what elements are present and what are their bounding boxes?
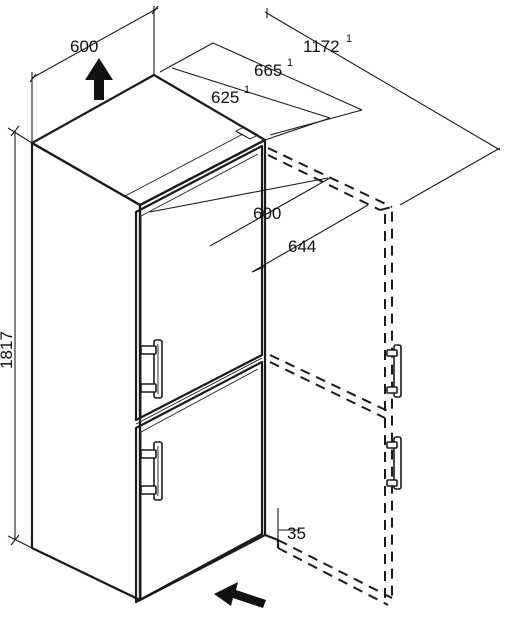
depth-with-handle-label: 665 — [254, 61, 282, 80]
door-swing-inner-label: 600 — [253, 204, 281, 223]
dimension-lines — [7, 5, 501, 549]
opened-door-hinges — [386, 344, 402, 490]
depth-body-label: 625 — [211, 88, 239, 107]
fridge-body — [30, 73, 267, 602]
depth-total-label: 1172 — [303, 37, 340, 56]
door-swing-outer-label: 644 — [288, 237, 316, 256]
depth-body-note: 1 — [244, 84, 250, 96]
fridge-doors — [134, 144, 264, 604]
airflow-in-arrow-icon — [214, 582, 266, 608]
height-label: 1817 — [0, 331, 16, 369]
airflow-up-arrow-icon — [85, 58, 113, 100]
lower-door — [134, 360, 264, 604]
opened-door-outline — [267, 147, 402, 606]
depth-total-note: 1 — [346, 33, 352, 45]
dimension-labels: 600 1172 1 665 1 625 1 600 644 1817 35 — [0, 33, 352, 543]
top-width-label: 600 — [70, 37, 98, 56]
depth-with-handle-note: 1 — [287, 57, 293, 69]
upper-door — [134, 144, 264, 422]
upper-door-handle — [140, 339, 163, 399]
plinth-height-label: 35 — [287, 524, 306, 543]
door-handles — [140, 339, 163, 501]
lower-door-handle — [140, 441, 163, 501]
fridge-side-face — [30, 141, 142, 602]
